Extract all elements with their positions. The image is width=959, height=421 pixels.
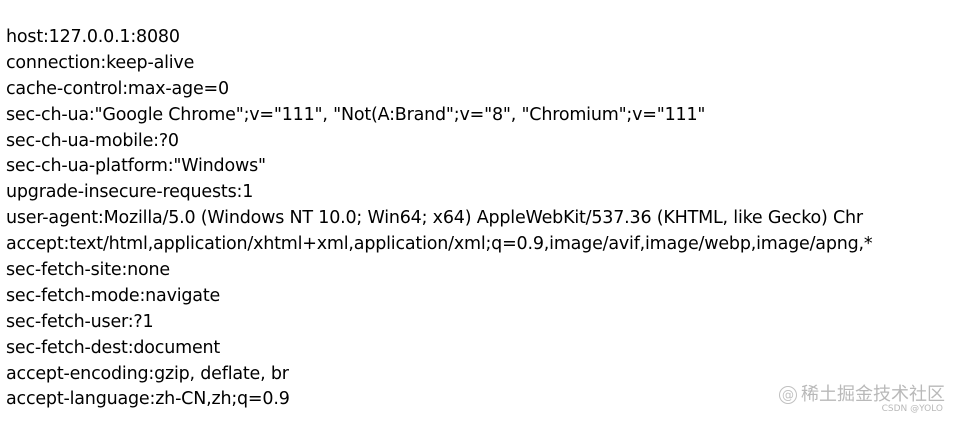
header-line: sec-fetch-user:?1 xyxy=(6,311,154,332)
header-line: sec-ch-ua-mobile:?0 xyxy=(6,130,179,151)
header-line: sec-ch-ua-platform:"Windows" xyxy=(6,156,266,177)
request-headers-list: host:127.0.0.1:8080 connection:keep-aliv… xyxy=(6,25,959,413)
header-line: accept:text/html,application/xhtml+xml,a… xyxy=(6,234,873,255)
header-line: connection:keep-alive xyxy=(6,52,195,73)
header-line: sec-fetch-dest:document xyxy=(6,337,221,358)
header-line: upgrade-insecure-requests:1 xyxy=(6,182,254,203)
header-line: cache-control:max-age=0 xyxy=(6,78,229,99)
watermark-text: 稀土掘金技术社区 xyxy=(801,384,945,405)
watermark-sub: CSDN @YOLO xyxy=(881,404,943,414)
header-line: sec-fetch-site:none xyxy=(6,260,170,281)
header-line: sec-ch-ua:"Google Chrome";v="111", "Not(… xyxy=(6,104,706,125)
at-icon: @ xyxy=(779,386,797,404)
header-line: host:127.0.0.1:8080 xyxy=(6,27,180,47)
header-line: accept-encoding:gzip, deflate, br xyxy=(6,363,289,384)
header-line: sec-fetch-mode:navigate xyxy=(6,285,221,306)
header-line: accept-language:zh-CN,zh;q=0.9 xyxy=(6,389,290,410)
watermark: @ 稀土掘金技术社区 xyxy=(779,384,945,406)
header-line: user-agent:Mozilla/5.0 (Windows NT 10.0;… xyxy=(6,208,863,229)
